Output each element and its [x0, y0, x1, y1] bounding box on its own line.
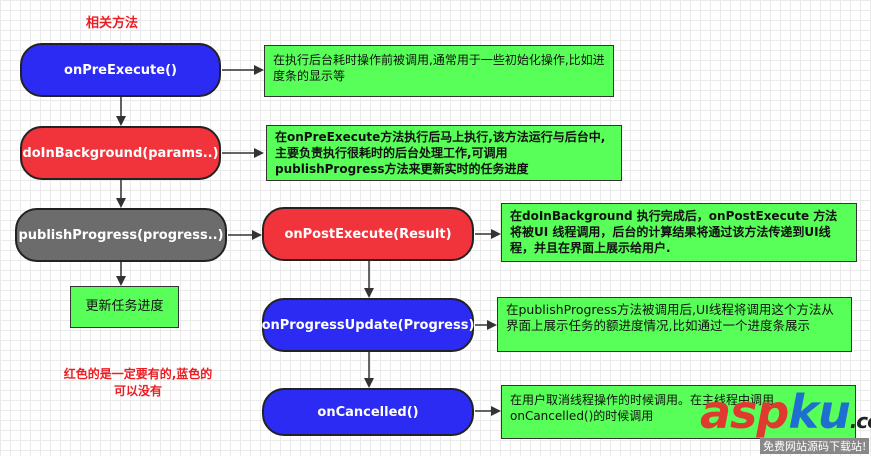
watermark-logo-c: .com — [849, 409, 871, 433]
watermark-logo: aspku.com — [700, 385, 871, 439]
node-publishprogress: publishProgress(progress..) — [15, 208, 227, 262]
note-onprogressupdate: 在publishProgress方法被调用后,UI线程将调用这个方法从界面上展示… — [497, 297, 852, 352]
watermark-logo-a: asp — [700, 385, 789, 439]
node-onpostexecute: onPostExecute(Result) — [262, 207, 474, 261]
diagram-title: 相关方法 — [86, 16, 139, 31]
node-onprogressupdate: onProgressUpdate(Progress) — [262, 298, 474, 352]
note-doinbackground: 在onPreExecute方法执行后马上执行,该方法运行与后台中,主要负责执行很… — [266, 125, 622, 181]
legend-text: 红色的是一定要有的,蓝色的可以没有 — [63, 367, 213, 398]
note-onpreexecute: 在执行后台耗时操作前被调用,通常用于一些初始化操作,比如进度条的显示等 — [264, 45, 614, 97]
node-oncancelled: onCancelled() — [262, 388, 474, 436]
node-doinbackground: doInBackground(params..) — [20, 126, 221, 180]
note-onpostexecute: 在doInBackground 执行完成后，onPostExecute 方法将被… — [501, 203, 857, 262]
note-oncancelled: 在用户取消线程操作的时候调用。在主线程中调用onCancelled()的时候调用 — [501, 385, 856, 439]
node-update-task: 更新任务进度 — [70, 286, 179, 328]
watermark-sub: 免费网站源码下载站! — [760, 438, 870, 454]
watermark-logo-b: ku — [788, 385, 850, 439]
node-onpreexecute: onPreExecute() — [20, 43, 221, 97]
